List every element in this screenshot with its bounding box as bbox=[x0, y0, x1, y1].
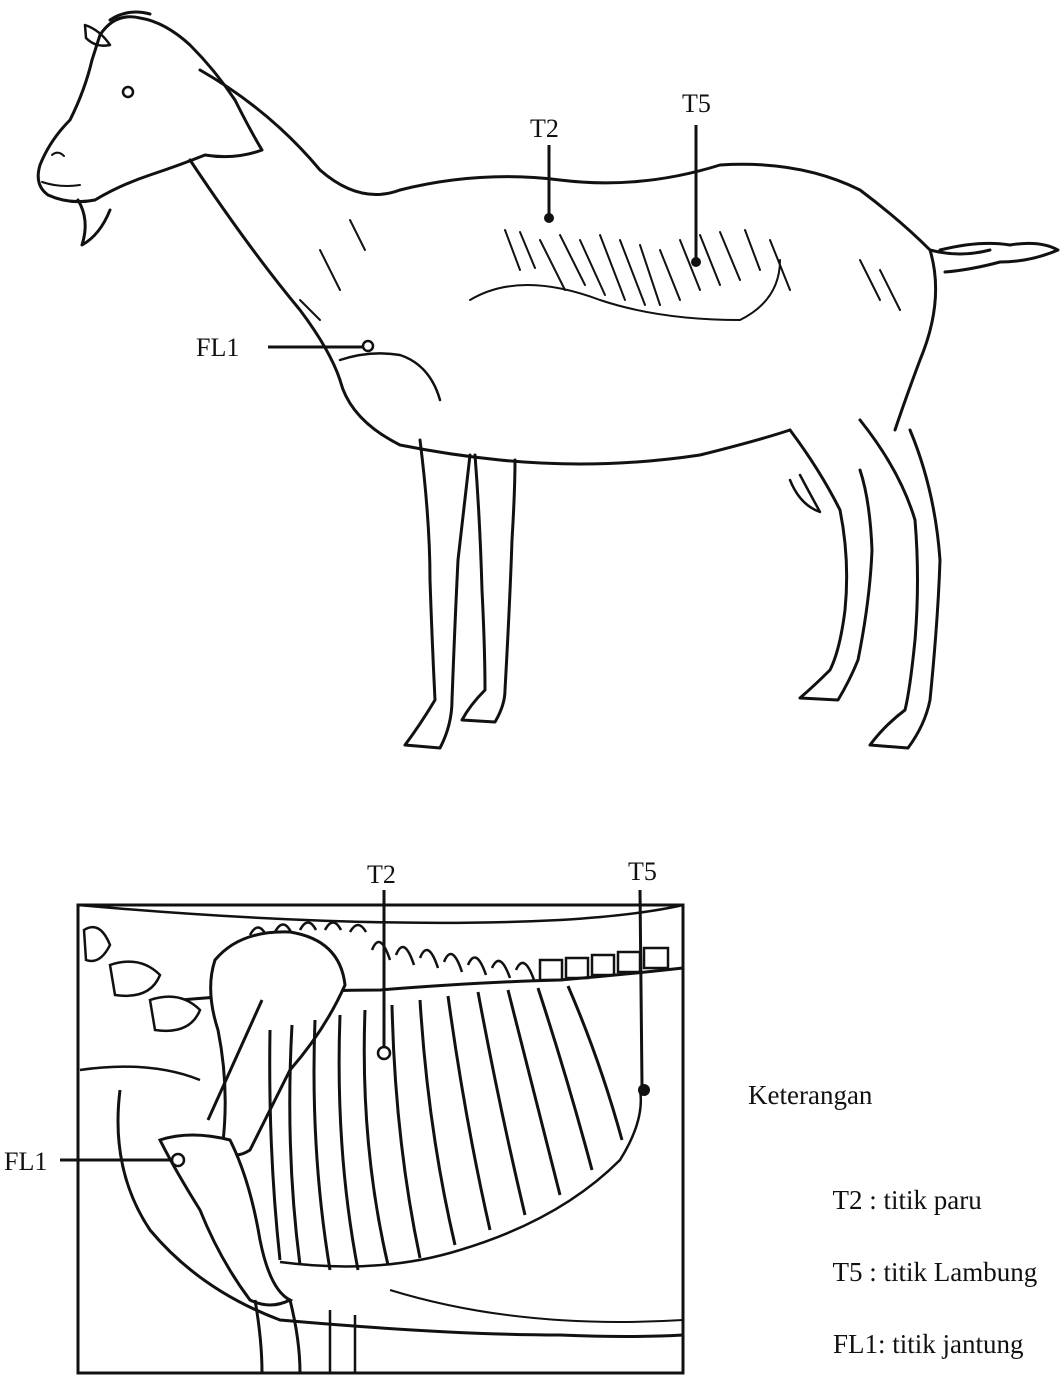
goat-eye bbox=[123, 87, 133, 97]
goat-tail bbox=[940, 243, 1058, 272]
legend-separator: : bbox=[863, 1185, 884, 1215]
skeleton-t2-label: T2 bbox=[367, 860, 396, 889]
skeleton-scapula bbox=[211, 932, 345, 1155]
legend-separator: : bbox=[878, 1329, 892, 1359]
legend-description: titik Lambung bbox=[884, 1257, 1038, 1287]
skeleton-t2-point bbox=[378, 1047, 390, 1059]
goat-mouth bbox=[42, 182, 80, 186]
goat-udder bbox=[790, 475, 820, 512]
skeleton-costal-arch bbox=[280, 1090, 641, 1266]
skeleton-illustration bbox=[78, 905, 683, 1373]
goat-shoulder bbox=[340, 353, 440, 400]
goat-neck-top bbox=[200, 70, 400, 195]
goat-t2-label: T2 bbox=[530, 114, 559, 143]
skeleton-neck bbox=[84, 927, 200, 1031]
goat-rump bbox=[895, 250, 936, 430]
skeleton-t5-point bbox=[638, 1084, 650, 1096]
legend-description: titik paru bbox=[884, 1185, 982, 1215]
goat-front-leg-left bbox=[405, 440, 470, 748]
skeleton-t5-leader bbox=[640, 890, 642, 1085]
skeleton-back-line bbox=[78, 905, 683, 923]
skeleton-fl1-point bbox=[172, 1154, 184, 1166]
legend-item-fl1: FL1: titik jantung bbox=[806, 1298, 1024, 1391]
legend-code: FL1 bbox=[833, 1329, 878, 1359]
goat-head bbox=[38, 17, 262, 202]
goat-hind-leg-right bbox=[860, 420, 940, 748]
skeleton-belly-line bbox=[390, 1290, 683, 1322]
goat-t2-point bbox=[544, 213, 554, 223]
legend-code: T5 bbox=[833, 1257, 863, 1287]
skeleton-elbow bbox=[330, 1310, 355, 1373]
goat-front-leg-right bbox=[462, 455, 515, 722]
goat-t5-label: T5 bbox=[682, 89, 711, 118]
legend-description: titik jantung bbox=[892, 1329, 1023, 1359]
legend-title: Keterangan bbox=[748, 1080, 872, 1111]
goat-hatching bbox=[300, 220, 900, 320]
skeleton-t5-label: T5 bbox=[628, 857, 657, 886]
skeleton-radius bbox=[255, 1300, 300, 1373]
legend-separator: : bbox=[863, 1257, 884, 1287]
goat-markers: T2 T5 FL1 bbox=[196, 89, 711, 362]
goat-fl1-label: FL1 bbox=[196, 333, 239, 362]
goat-hind-leg-left bbox=[790, 430, 872, 700]
skeleton-fl1-label: FL1 bbox=[4, 1147, 47, 1176]
goat-ribcage-outline bbox=[470, 260, 780, 320]
legend-code: T2 bbox=[833, 1185, 863, 1215]
goat-belly bbox=[340, 380, 790, 464]
skeleton-neck-line bbox=[80, 1067, 200, 1080]
goat-nostril bbox=[52, 153, 64, 156]
goat-beard bbox=[78, 200, 110, 245]
goat-fl1-point bbox=[363, 341, 373, 351]
goat-t5-point bbox=[691, 257, 701, 267]
